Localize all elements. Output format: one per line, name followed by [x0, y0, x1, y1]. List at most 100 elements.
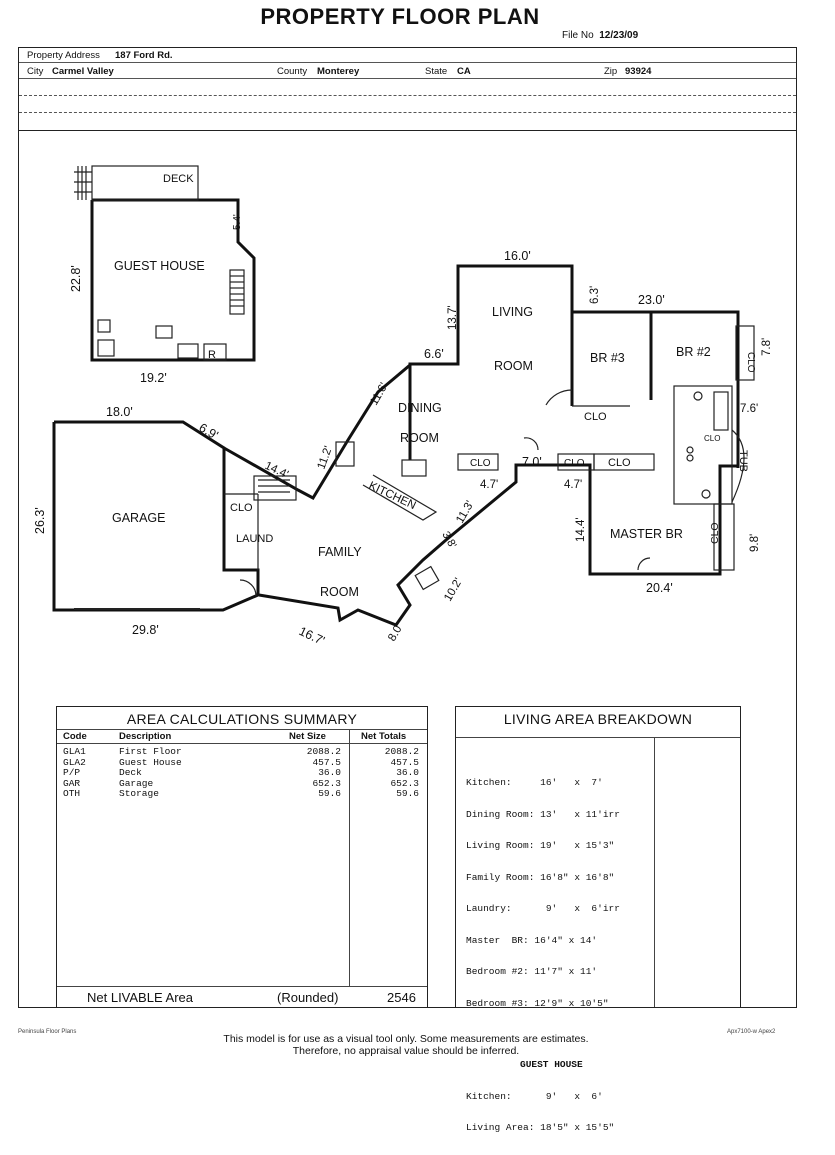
dim-14-4b: 14.4'	[575, 517, 587, 542]
dim-garage-bottom: 29.8'	[132, 623, 159, 637]
disclaimer-line-2: Therefore, no appraisal value should be …	[292, 1045, 520, 1057]
net-livable-value: 2546	[387, 990, 416, 1005]
net-totals-column: 2088.2 457.5 36.0 652.3 59.6	[384, 746, 419, 800]
main-house-outline	[223, 264, 740, 627]
row-description: Garage	[119, 777, 154, 789]
dim-7-6: 7.6'	[740, 403, 758, 415]
kitchen-label: KITCHEN	[367, 480, 418, 512]
row-code: GLA1	[63, 746, 86, 757]
master-br-label: MASTER BR	[610, 527, 683, 541]
zip-value: 93924	[625, 66, 652, 77]
area-summary-box: AREA CALCULATIONS SUMMARY Code Descripti…	[56, 706, 428, 1008]
net-size-column: 2088.2 457.5 36.0 652.3 59.6	[306, 746, 341, 800]
row-net-total: 59.6	[396, 788, 419, 799]
row-net-total: 652.3	[390, 777, 419, 789]
breakdown-line: Bedroom #3: 12'9" x 10'5"	[466, 997, 609, 1009]
dim-guest-side: 5.4'	[232, 214, 243, 230]
row-code: P/P	[63, 767, 81, 778]
living-label-2: ROOM	[494, 359, 533, 373]
row-description: Guest House	[119, 756, 182, 768]
file-no-label: File No	[562, 30, 594, 41]
floor-plan: DECK GUEST HOUSE R 19.2' 22.8' 5.4' GARA…	[33, 165, 773, 648]
disclaimer-line-1: This model is for use as a visual tool o…	[223, 1033, 589, 1045]
address-value: 187 Ford Rd.	[115, 50, 173, 61]
county-value: Monterey	[317, 66, 360, 77]
breakdown-line: Dining Room: 13' x 11'irr	[466, 808, 620, 820]
breakdown-line: Bedroom #2: 11'7" x 11'	[466, 966, 598, 977]
dim-7-8: 7.8'	[761, 338, 773, 356]
closet-label-1: CLO	[470, 458, 491, 469]
row-net-size: 2088.2	[306, 746, 341, 757]
city-value: Carmel Valley	[52, 66, 114, 77]
dim-garage-angle: 6.9'	[197, 420, 221, 442]
breakdown-line: Living Area: 18'5" x 15'5"	[466, 1122, 615, 1133]
col-net-totals: Net Totals	[361, 731, 407, 742]
row-net-size: 457.5	[312, 756, 341, 768]
row-net-size: 36.0	[318, 767, 341, 778]
net-livable-label: Net LIVABLE Area	[87, 990, 193, 1005]
property-info-box: Property Address 187 Ford Rd. City Carme…	[18, 47, 797, 131]
garage-label: GARAGE	[112, 511, 166, 525]
col-description: Description	[119, 731, 172, 742]
state-label: State	[425, 66, 448, 77]
dim-garage-left: 26.3'	[33, 507, 47, 534]
row-net-total: 457.5	[390, 756, 419, 768]
closet-label-2: CLO	[564, 458, 585, 469]
state-value: CA	[457, 66, 471, 77]
breakdown-line: Kitchen: 16' x 7'	[466, 777, 603, 788]
file-no-value: 12/23/09	[599, 30, 639, 41]
dim-garage-top: 18.0'	[106, 405, 133, 419]
guest-house-label: GUEST HOUSE	[114, 259, 205, 273]
row-description: Deck	[119, 767, 142, 778]
breakdown-line: Family Room: 16'8" x 16'8"	[466, 871, 615, 883]
dim-guest-width: 19.2'	[140, 371, 167, 385]
dim-9-8: 9.8'	[749, 534, 761, 552]
dim-16-7: 16.7'	[297, 624, 327, 648]
dim-23-0: 23.0'	[638, 293, 665, 307]
tub-label: TUB	[737, 450, 749, 472]
dim-8-0: 8.0'	[386, 622, 405, 644]
living-label-1: LIVING	[492, 305, 533, 319]
dim-16-0: 16.0'	[504, 249, 531, 263]
bath-closet-label: CLO	[704, 434, 720, 443]
living-breakdown-box: LIVING AREA BREAKDOWN Kitchen: 16' x 7' …	[455, 706, 741, 1133]
row-net-size: 59.6	[318, 788, 341, 799]
guest-house-outline	[90, 198, 256, 362]
dining-label-2: ROOM	[400, 431, 439, 445]
guest-house-heading: GUEST HOUSE	[520, 1059, 583, 1070]
family-room-label-1: FAMILY	[318, 545, 362, 559]
deck-label: DECK	[163, 173, 194, 185]
col-net-size: Net Size	[289, 731, 326, 742]
guest-house-r: R	[208, 349, 216, 361]
dim-11-3: 11.3'	[454, 499, 476, 526]
rounded-label: (Rounded)	[277, 990, 339, 1005]
dim-10-2: 10.2'	[442, 576, 465, 603]
page-title: PROPERTY FLOOR PLAN	[260, 4, 540, 29]
family-room-label-2: ROOM	[320, 585, 359, 599]
row-net-total: 36.0	[396, 767, 419, 778]
br2-label: BR #2	[676, 345, 711, 359]
disclaimer: This model is for use as a visual tool o…	[0, 1033, 812, 1057]
city-label: City	[27, 66, 44, 77]
master-closet-label: CLO	[709, 522, 721, 544]
row-code: GLA2	[63, 756, 86, 768]
breakdown-list: Kitchen: 16' x 7' Dining Room: 13' x 11'…	[466, 757, 620, 1155]
code-column: GLA1 GLA2 P/P GAR OTH	[63, 746, 86, 800]
garage-closet-label: CLO	[230, 502, 253, 514]
file-number: File No 12/23/09	[562, 30, 638, 41]
closet-label-3: CLO	[608, 457, 631, 469]
br3-closet-label: CLO	[584, 411, 607, 423]
address-label: Property Address	[27, 50, 100, 61]
zip-label: Zip	[604, 66, 618, 77]
county-label: County	[277, 66, 308, 77]
laundry-label: LAUND	[236, 533, 273, 545]
row-description: Storage	[119, 788, 159, 799]
dim-20-4: 20.4'	[646, 581, 673, 595]
dim-7-0: 7.0'	[522, 455, 542, 469]
row-net-total: 2088.2	[384, 746, 419, 757]
dim-guest-height: 22.8'	[69, 265, 83, 292]
breakdown-line: Kitchen: 9' x 6'	[466, 1090, 603, 1102]
dining-label-1: DINING	[398, 401, 442, 415]
area-summary-title: AREA CALCULATIONS SUMMARY	[126, 711, 358, 727]
breakdown-line: Laundry: 9' x 6'irr	[466, 903, 620, 914]
